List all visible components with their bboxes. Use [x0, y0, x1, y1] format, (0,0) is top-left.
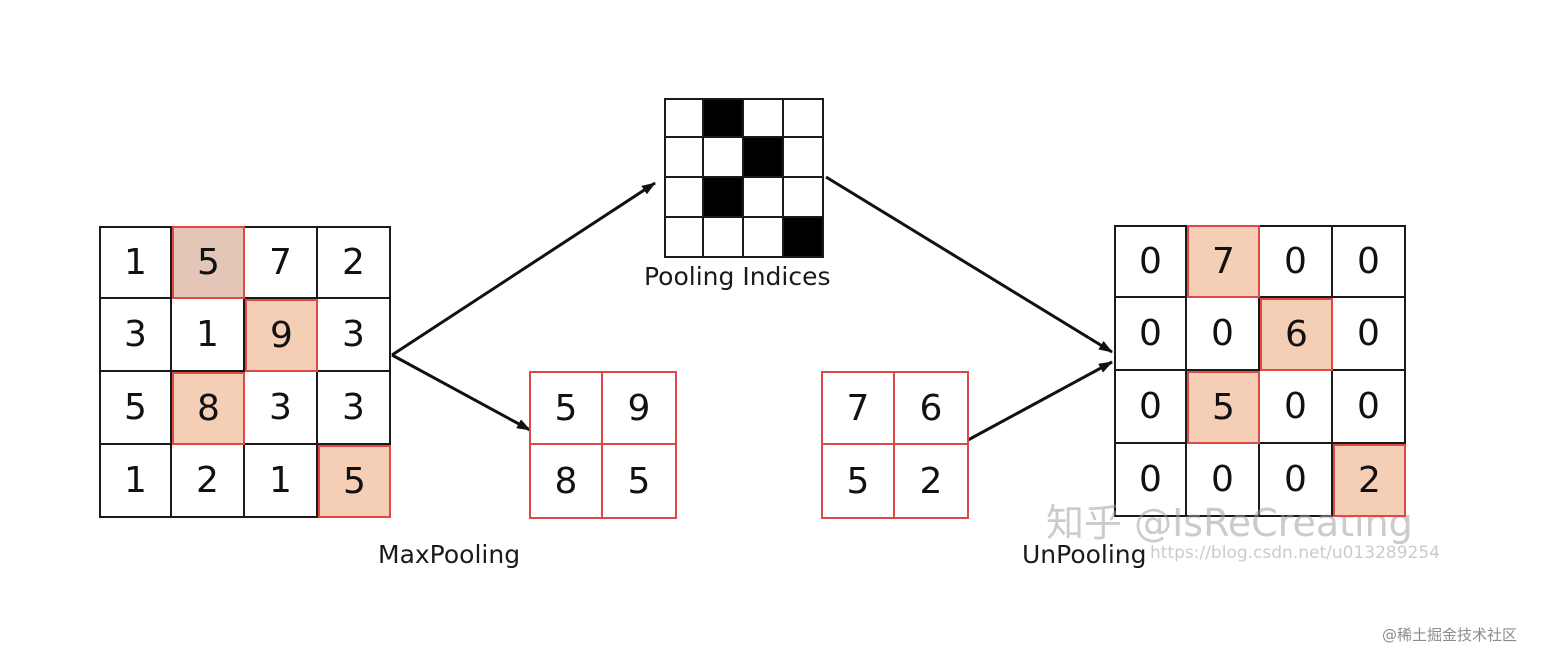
- csdn-watermark: https://blog.csdn.net/u013289254: [1150, 543, 1440, 563]
- pooled-cell: 8: [529, 445, 603, 519]
- index-cell: [784, 98, 824, 138]
- input-cell: 3: [318, 299, 391, 372]
- index-cell: [664, 138, 704, 178]
- input-cell: 7: [245, 226, 318, 299]
- arrow-unpool-to-output: [967, 360, 1113, 442]
- output-cell: 0: [1260, 225, 1333, 298]
- output-cell: 0: [1114, 371, 1187, 444]
- output-cell: 0: [1260, 444, 1333, 517]
- input-cell: 5: [99, 372, 172, 445]
- input-cell: 1: [172, 299, 245, 372]
- unpool-cell: 7: [821, 371, 895, 445]
- input-cell: 2: [172, 445, 245, 518]
- arrow-to-pooling-indices: [391, 181, 656, 357]
- index-cell: [664, 218, 704, 258]
- index-cell: [704, 138, 744, 178]
- input-cell: 3: [99, 299, 172, 372]
- maxpooling-label: MaxPooling: [378, 540, 521, 569]
- input-cell: 1: [245, 445, 318, 518]
- input-cell: 3: [318, 372, 391, 445]
- index-cell-filled: [704, 178, 744, 218]
- input-cell: 1: [99, 445, 172, 518]
- unpooling-label: UnPooling: [1022, 540, 1147, 569]
- pooled-cell: 9: [603, 371, 677, 445]
- index-cell: [664, 98, 704, 138]
- input-cell: 3: [245, 372, 318, 445]
- output-cell: 0: [1114, 298, 1187, 371]
- pooling-indices-caption: Pooling Indices: [644, 262, 831, 291]
- output-cell: 0: [1114, 225, 1187, 298]
- index-cell: [784, 138, 824, 178]
- input-cell-max: 8: [172, 372, 245, 445]
- input-cell-max: 9: [245, 299, 318, 372]
- index-cell-filled: [784, 218, 824, 258]
- index-cell: [744, 218, 784, 258]
- output-cell: 0: [1187, 298, 1260, 371]
- output-cell-max: 5: [1187, 371, 1260, 444]
- input-cell-max: 5: [172, 226, 245, 299]
- pooling-indices-grid: [664, 98, 824, 258]
- output-cell-max: 6: [1260, 298, 1333, 371]
- output-cell: 0: [1333, 298, 1406, 371]
- output-cell: 0: [1187, 444, 1260, 517]
- pooled-cell: 5: [529, 371, 603, 445]
- index-cell-filled: [704, 98, 744, 138]
- arrow-to-pooled-matrix: [391, 353, 531, 432]
- index-cell: [744, 98, 784, 138]
- index-cell: [744, 178, 784, 218]
- index-cell-filled: [744, 138, 784, 178]
- index-cell: [704, 218, 744, 258]
- output-cell: 0: [1333, 371, 1406, 444]
- output-cell: 0: [1333, 225, 1406, 298]
- index-cell: [664, 178, 704, 218]
- output-cell: 0: [1114, 444, 1187, 517]
- input-cell: 1: [99, 226, 172, 299]
- pooled-cell: 5: [603, 445, 677, 519]
- unpool-cell: 2: [895, 445, 969, 519]
- index-cell: [784, 178, 824, 218]
- output-cell: 0: [1260, 371, 1333, 444]
- unpool-cell: 6: [895, 371, 969, 445]
- output-cell-max: 7: [1187, 225, 1260, 298]
- input-cell-max: 5: [318, 445, 391, 518]
- input-cell: 2: [318, 226, 391, 299]
- arrow-indices-to-output: [825, 175, 1113, 354]
- output-cell-max: 2: [1333, 444, 1406, 517]
- unpool-cell: 5: [821, 445, 895, 519]
- juejin-watermark: @稀土掘金技术社区: [1382, 626, 1518, 644]
